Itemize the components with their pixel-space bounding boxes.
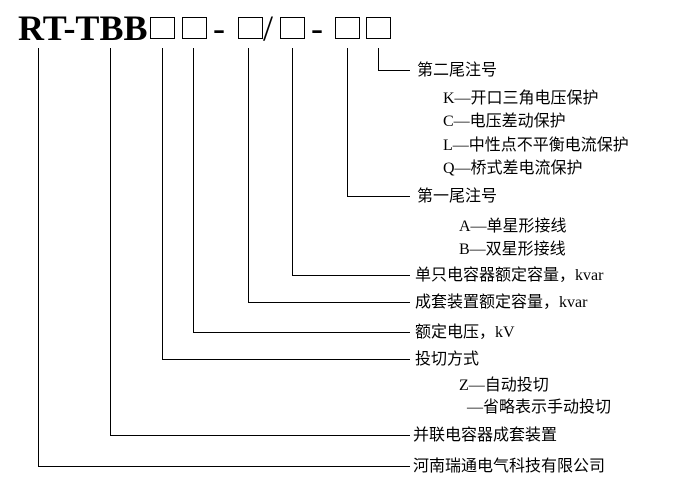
connector-second-suffix-vline [378, 48, 379, 71]
connector-switching-mode-hline [162, 359, 410, 360]
option-second-suffix-q: Q—桥式差电流保护 [443, 160, 583, 177]
code-box-4 [280, 17, 305, 39]
option-first-suffix-a: A—单星形接线 [459, 218, 567, 235]
connector-company-hline [38, 466, 410, 467]
code-box-5 [335, 17, 360, 39]
option-second-suffix-l: L—中性点不平衡电流保护 [443, 137, 629, 154]
connector-assembly-capacity-hline [248, 302, 410, 303]
code-box-2 [182, 17, 207, 39]
label-product-name: 并联电容器成套装置 [413, 427, 558, 444]
connector-product-name-vline [110, 48, 111, 436]
label-second-suffix: 第二尾注号 [417, 62, 498, 79]
option-second-suffix-k: K—开口三角电压保护 [443, 90, 599, 107]
connector-capacitor-capacity-vline [292, 48, 293, 276]
label-first-suffix: 第一尾注号 [417, 188, 498, 205]
label-switching-mode: 投切方式 [415, 351, 480, 368]
option-first-suffix-b: B—双星形接线 [459, 241, 566, 258]
connector-first-suffix-hline [347, 196, 410, 197]
label-capacitor-capacity: 单只电容器额定容量，kvar [415, 267, 604, 284]
option-switching-manual: —省略表示手动投切 [467, 399, 612, 416]
model-prefix: RT-TBB [18, 8, 148, 48]
connector-second-suffix-hline [378, 70, 410, 71]
label-assembly-capacity: 成套装置额定容量，kvar [415, 294, 588, 311]
option-second-suffix-c: C—电压差动保护 [443, 113, 566, 130]
model-dash-1: - [213, 8, 225, 48]
connector-capacitor-capacity-hline [292, 275, 410, 276]
label-rated-voltage: 额定电压，kV [415, 324, 515, 341]
connector-rated-voltage-hline [193, 332, 410, 333]
connector-first-suffix-vline [347, 48, 348, 197]
connector-rated-voltage-vline [193, 48, 194, 333]
model-slash: / [263, 8, 274, 48]
code-box-3 [238, 17, 263, 39]
connector-product-name-hline [110, 435, 410, 436]
label-company: 河南瑞通电气科技有限公司 [413, 458, 606, 475]
model-dash-2: - [311, 8, 323, 48]
connector-switching-mode-vline [162, 48, 163, 360]
connector-company-vline [38, 48, 39, 467]
code-box-1 [150, 17, 175, 39]
code-box-6 [366, 17, 391, 39]
connector-assembly-capacity-vline [248, 48, 249, 303]
option-switching-auto: Z—自动投切 [459, 377, 549, 394]
